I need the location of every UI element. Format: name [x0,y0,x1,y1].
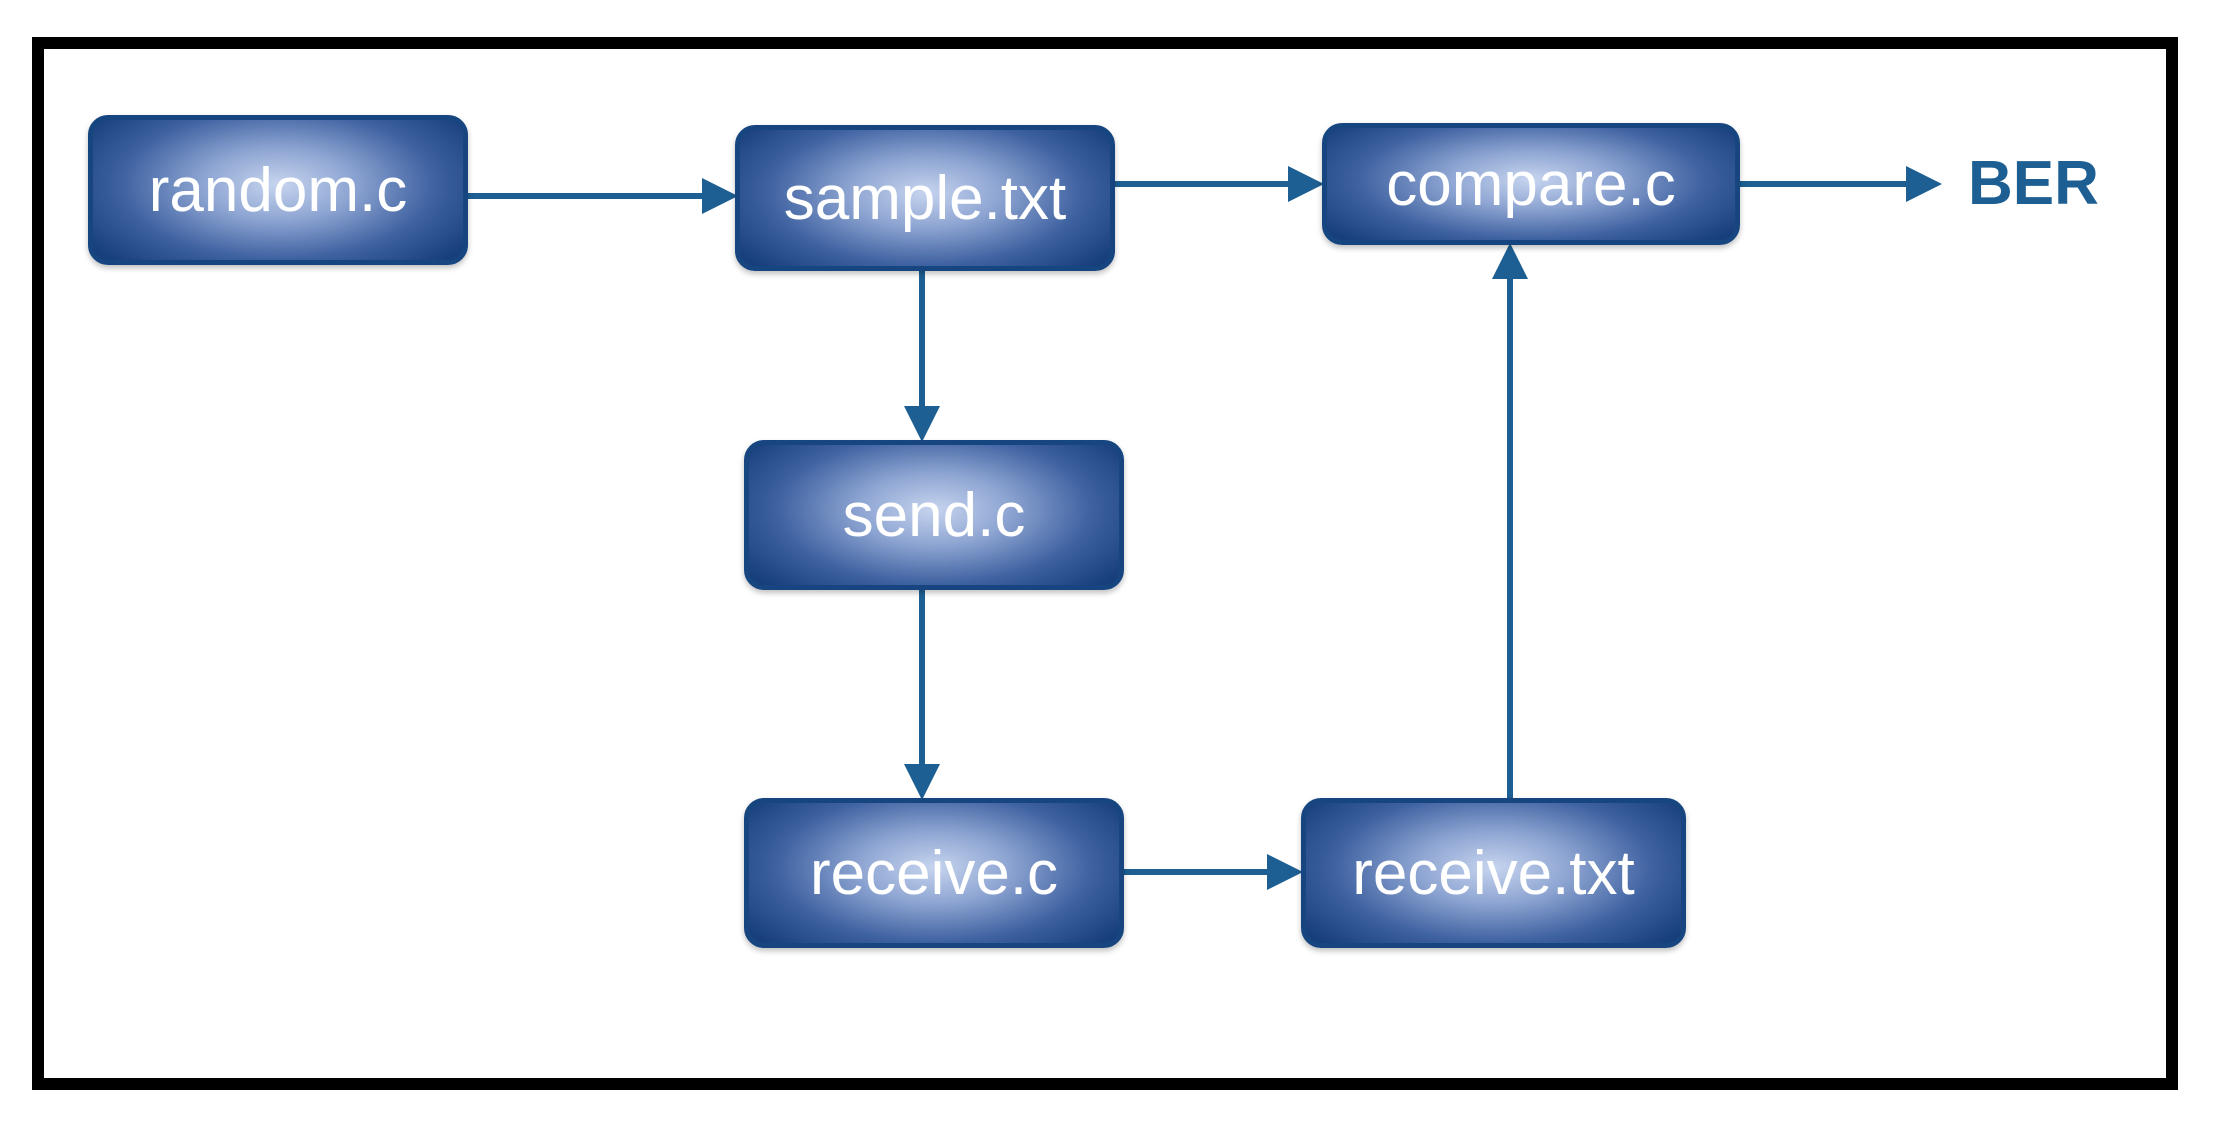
output-ber-label: BER [1968,149,2099,218]
node-receive-txt: receive.txt [1301,798,1686,948]
node-send-c: send.c [744,440,1124,590]
node-random-c: random.c [88,115,468,265]
node-receive-c: receive.c [744,798,1124,948]
node-compare-c: compare.c [1322,123,1740,245]
node-sample-txt: sample.txt [735,125,1115,271]
